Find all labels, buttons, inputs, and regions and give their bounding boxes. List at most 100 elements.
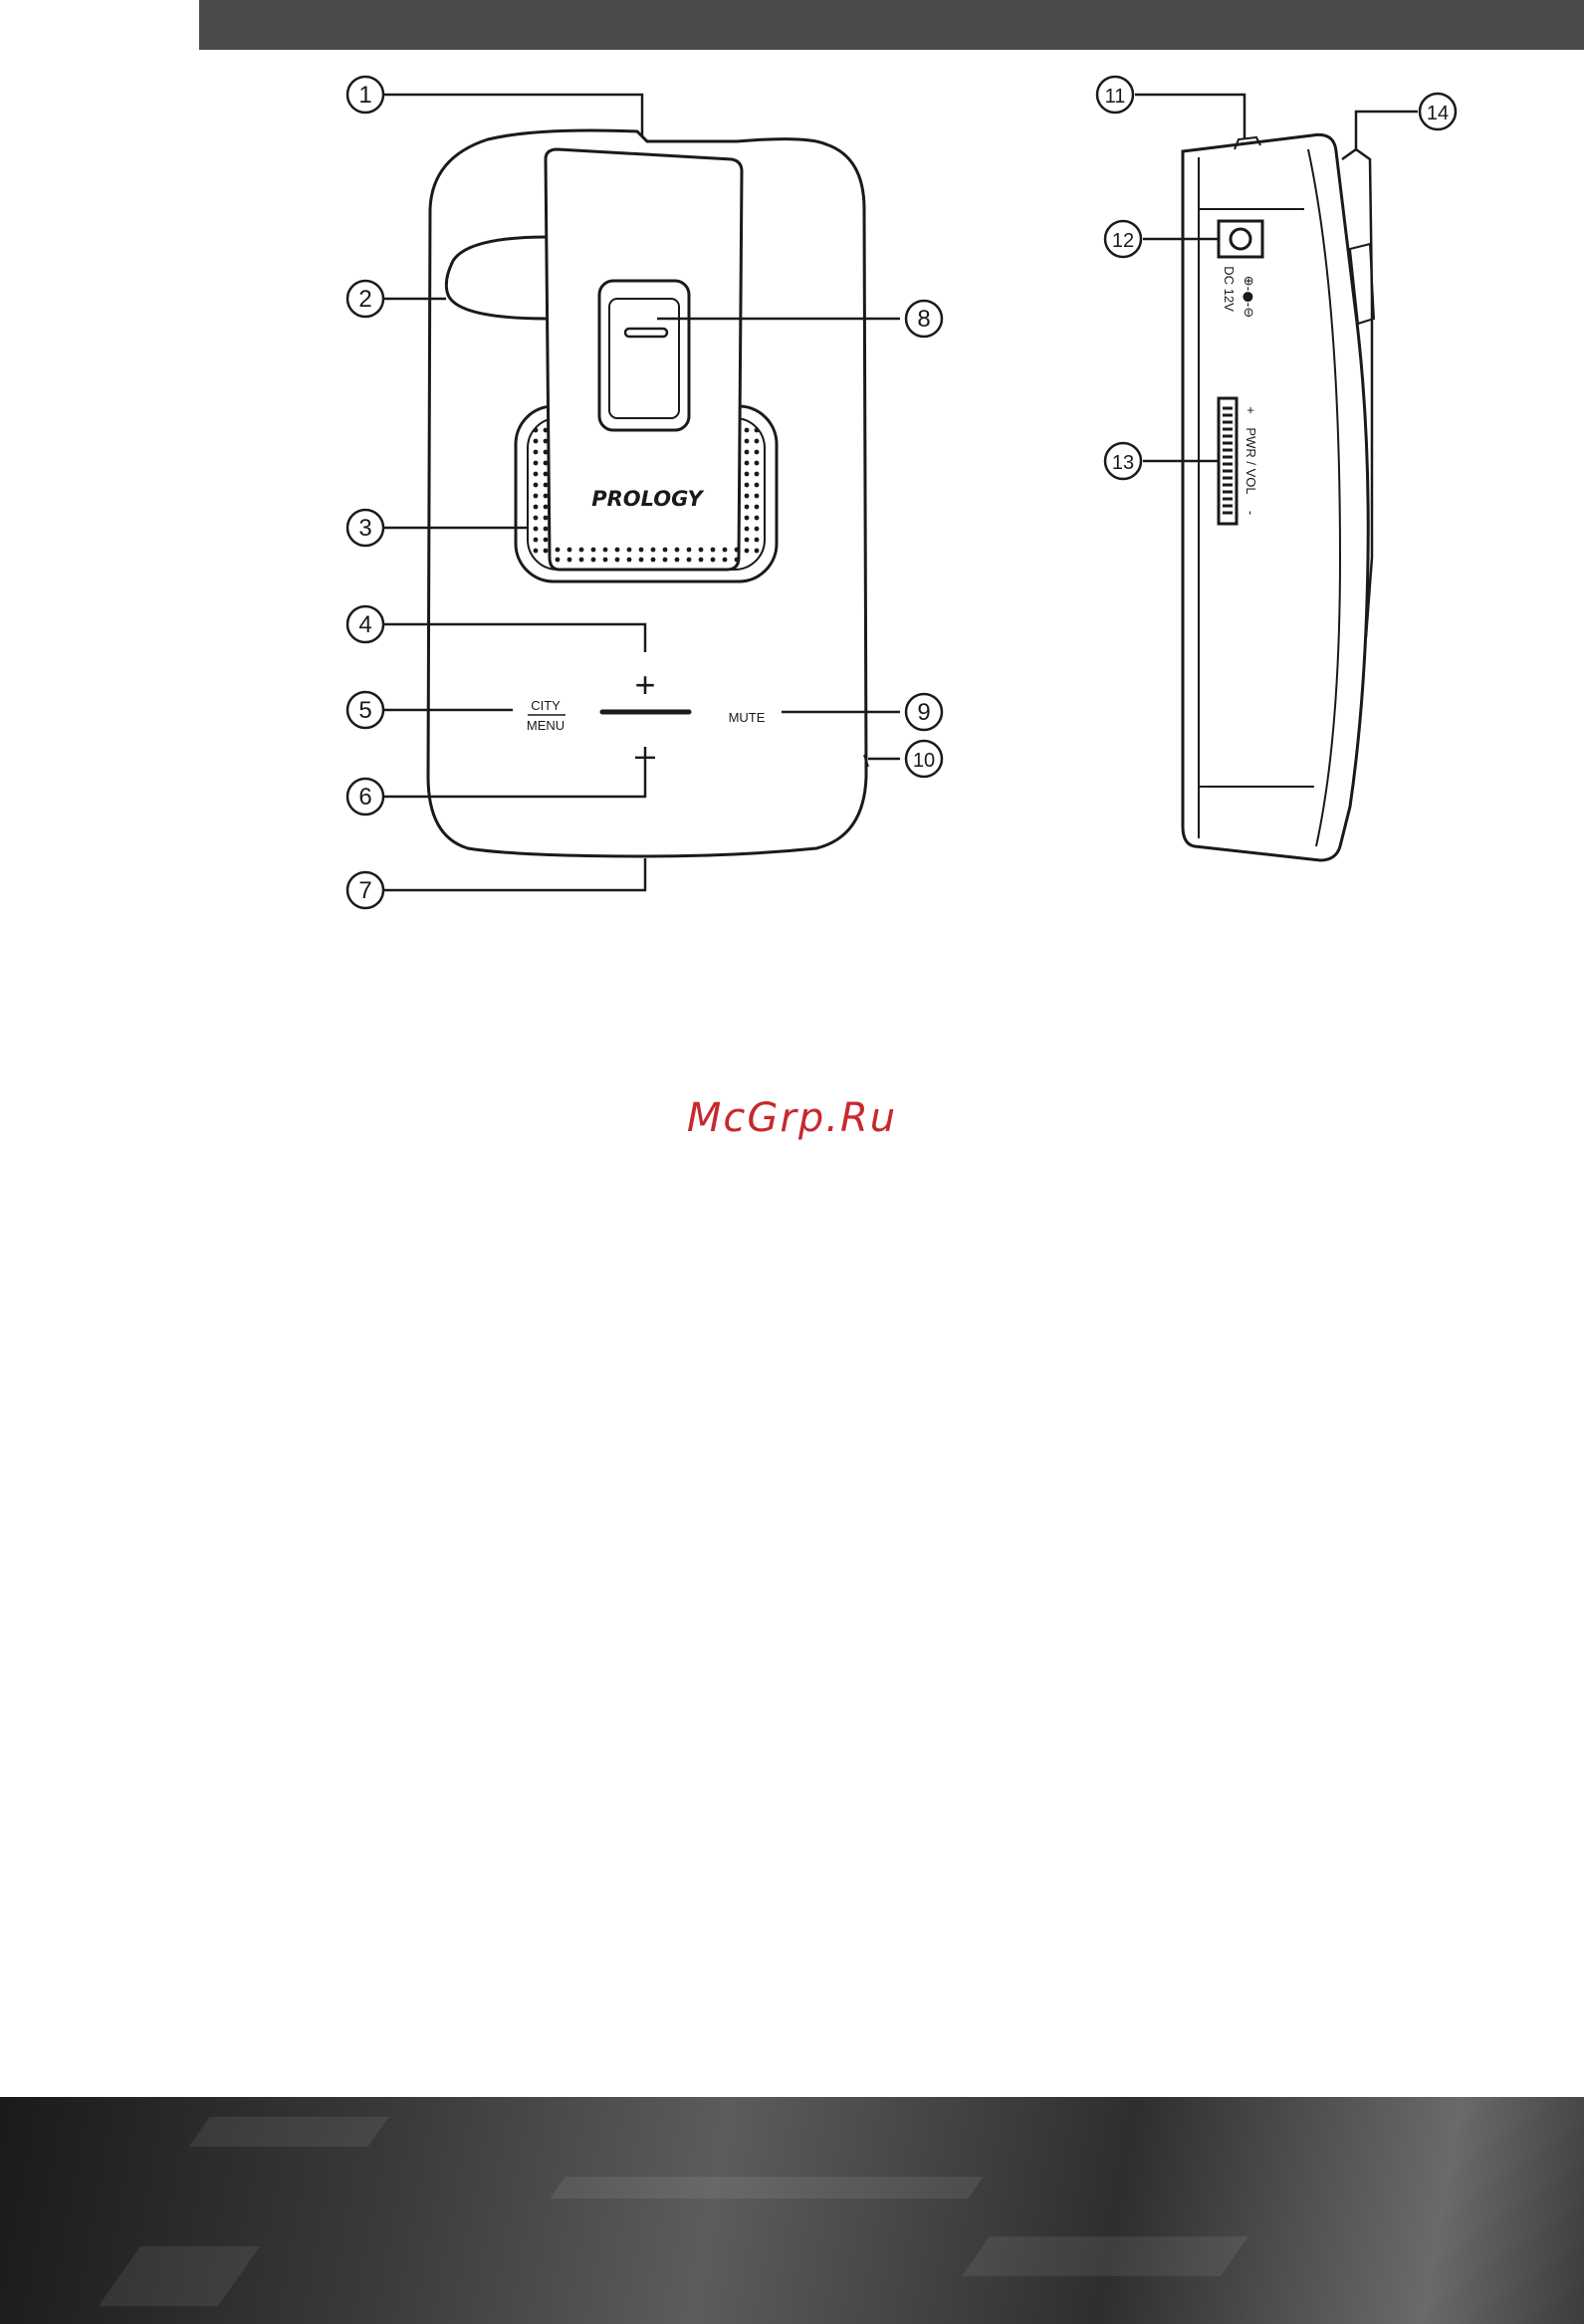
grille-dot — [675, 548, 680, 553]
grille-dot — [651, 558, 656, 563]
dc-jack — [1219, 221, 1262, 257]
menu-label: MENU — [527, 718, 565, 733]
grille-dot — [556, 548, 561, 553]
callout-3: 3 — [347, 510, 383, 546]
grille-dot — [755, 472, 760, 477]
callout-number: 11 — [1105, 86, 1126, 108]
grille-dot — [745, 472, 750, 477]
callout-6: 6 — [347, 779, 383, 814]
grille-dot — [544, 439, 549, 444]
volume-wheel-label: PWR / VOL — [1244, 427, 1258, 494]
grille-dot — [544, 494, 549, 499]
vol-plus-label: + — [1244, 406, 1258, 414]
grille-dot — [745, 516, 750, 521]
callout-8: 8 — [906, 301, 942, 337]
grille-dot — [544, 428, 549, 433]
callout-7: 7 — [347, 872, 383, 908]
grille-dot — [615, 548, 620, 553]
grille-dot — [556, 558, 561, 563]
grille-dot — [591, 548, 596, 553]
grille-dot — [745, 494, 750, 499]
grille-dot — [755, 428, 760, 433]
grille-dot — [745, 538, 750, 543]
grille-dot — [534, 439, 539, 444]
grille-dot — [755, 450, 760, 455]
grille-dot — [755, 483, 760, 488]
callout-number: 9 — [917, 699, 930, 726]
grille-dot — [591, 558, 596, 563]
callout-number: 3 — [358, 515, 371, 542]
grille-dot — [687, 548, 692, 553]
callout-number: 10 — [913, 750, 935, 772]
grille-dot — [534, 538, 539, 543]
callout-number: 7 — [358, 877, 371, 904]
grille-dot — [755, 505, 760, 510]
grille-dot — [663, 558, 668, 563]
grille-dot — [723, 558, 728, 563]
grille-dot — [534, 549, 539, 554]
grille-dot — [544, 450, 549, 455]
grille-dot — [544, 516, 549, 521]
footer-streak — [99, 2246, 260, 2306]
callout-13: 13 — [1105, 443, 1141, 479]
grille-dot — [745, 450, 750, 455]
callout-14: 14 — [1420, 94, 1456, 129]
callout-number: 4 — [358, 611, 371, 638]
grille-dot — [534, 527, 539, 532]
grille-dot — [567, 558, 572, 563]
grille-dot — [544, 461, 549, 466]
grille-dot — [534, 494, 539, 499]
brand-logo: PROLOGY — [591, 487, 704, 511]
grille-dot — [627, 558, 632, 563]
grille-dot — [603, 558, 608, 563]
grille-dot — [755, 494, 760, 499]
callout-number: 6 — [358, 784, 371, 811]
footer-streak — [550, 2177, 983, 2199]
callout-number: 12 — [1112, 230, 1134, 252]
city-label: CITY — [531, 698, 561, 713]
watermark: McGrp.Ru — [0, 1095, 1584, 1141]
mute-label: MUTE — [729, 710, 766, 725]
grille-dot — [544, 472, 549, 477]
footer-streak — [962, 2236, 1248, 2276]
callout-2: 2 — [347, 281, 383, 317]
grille-dot — [755, 549, 760, 554]
callout-number: 8 — [917, 306, 930, 333]
callout-number: 2 — [358, 286, 371, 313]
grille-dot — [755, 439, 760, 444]
callout-number: 1 — [358, 82, 371, 109]
side-view — [1183, 134, 1374, 860]
callout-12: 12 — [1105, 221, 1141, 257]
callout-1: 1 — [347, 77, 383, 113]
grille-dot — [699, 548, 704, 553]
dc-jack-label: DC 12V — [1222, 266, 1237, 312]
callout-5: 5 — [347, 692, 383, 728]
side-leader-lines — [1135, 95, 1418, 461]
plus-label: + — [634, 664, 655, 705]
footer-decorative-band — [0, 2097, 1584, 2324]
grille-dot — [755, 538, 760, 543]
callout-9: 9 — [906, 694, 942, 730]
grille-dot — [745, 549, 750, 554]
grille-dot — [639, 558, 644, 563]
grille-dot — [651, 548, 656, 553]
grille-dot — [675, 558, 680, 563]
grille-dot — [699, 558, 704, 563]
callout-10: 10 — [906, 741, 942, 777]
grille-dot — [579, 548, 584, 553]
grille-dot — [755, 527, 760, 532]
callout-number: 5 — [358, 697, 371, 724]
callout-11: 11 — [1097, 77, 1133, 113]
footer-streak — [188, 2117, 388, 2147]
grille-dot — [627, 548, 632, 553]
grille-dot — [735, 558, 740, 563]
grille-dot — [755, 516, 760, 521]
grille-dot — [663, 548, 668, 553]
dc-polarity-symbol: ⊕-●-⊖ — [1241, 276, 1255, 319]
grille-dot — [615, 558, 620, 563]
volume-wheel-ticks — [1223, 408, 1233, 513]
grille-dot — [534, 483, 539, 488]
grille-dot — [544, 538, 549, 543]
callout-number: 14 — [1427, 103, 1449, 124]
grille-dot — [534, 461, 539, 466]
